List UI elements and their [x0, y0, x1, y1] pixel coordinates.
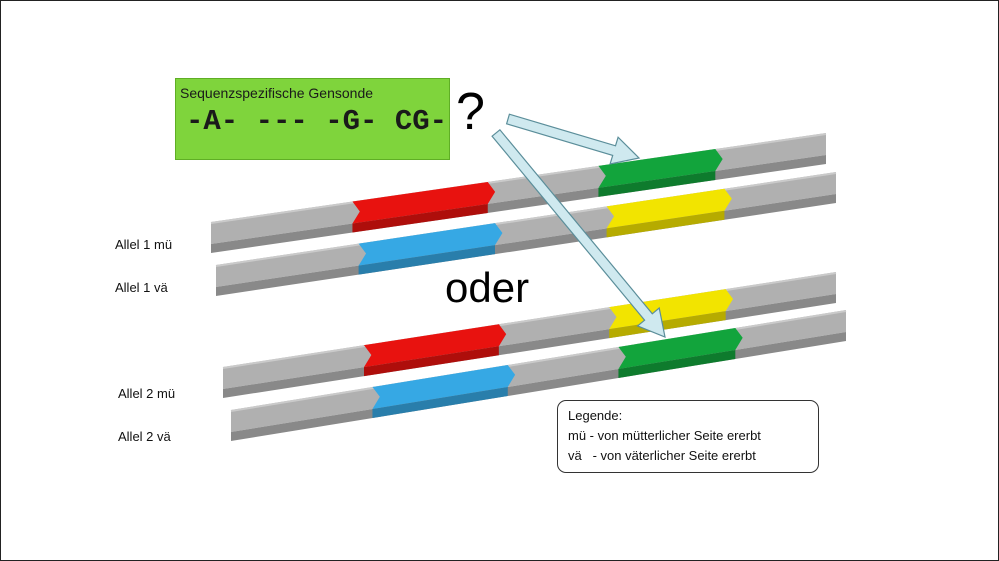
segment-yellow — [609, 289, 734, 330]
rods-layer — [210, 133, 847, 441]
segment-blue — [358, 223, 503, 266]
allele-rod-1 — [210, 133, 827, 253]
segment-blue-bevel — [358, 245, 495, 275]
segment-green-bevel — [598, 171, 716, 197]
segment-red — [352, 181, 496, 224]
arrow-to-allele-2 — [491, 128, 666, 338]
allele-label-2-va: Allel 2 vä — [118, 429, 171, 444]
allele-rod-4 — [230, 310, 847, 441]
rod-highlight — [215, 172, 837, 267]
segment-green — [598, 149, 723, 188]
oder-label: oder — [445, 264, 530, 311]
segment-green-bevel — [618, 350, 736, 378]
probe-sequence: -A- --- -G- CG- — [186, 105, 448, 138]
segment-yellow — [606, 188, 732, 229]
arrows-layer — [491, 113, 666, 338]
segment-red-bevel — [363, 346, 499, 377]
segment-blue-bevel — [372, 387, 508, 418]
segment-green — [618, 328, 743, 369]
legend-box: Legende: mü - von mütterlicher Seite ere… — [557, 400, 819, 473]
legend-line-mu: mü - von mütterlicher Seite ererbt — [568, 428, 761, 443]
allele-rod-2 — [215, 172, 837, 296]
rod-highlight — [230, 310, 847, 412]
allele-label-2-mu: Allel 2 mü — [118, 386, 176, 401]
question-mark: ? — [456, 83, 485, 141]
allele-rod-3 — [222, 272, 837, 398]
segment-blue — [372, 365, 516, 409]
segment-yellow-bevel — [606, 210, 725, 238]
allele-label-1-va: Allel 1 vä — [115, 280, 168, 295]
probe-title: Sequenzspezifische Gensonde — [180, 85, 374, 101]
segment-red — [363, 324, 507, 368]
arrow-to-allele-1 — [505, 113, 641, 165]
segment-yellow-bevel — [609, 311, 726, 339]
allele-label-1-mu: Allel 1 mü — [115, 237, 173, 252]
segment-red-bevel — [352, 203, 488, 233]
legend-line-va: vä - von väterlicher Seite ererbt — [568, 448, 756, 463]
probe-box: Sequenzspezifische Gensonde -A- --- -G- … — [175, 78, 450, 160]
legend-title: Legende: — [568, 408, 623, 423]
rod-highlight — [210, 133, 827, 224]
rod-highlight — [222, 272, 837, 369]
